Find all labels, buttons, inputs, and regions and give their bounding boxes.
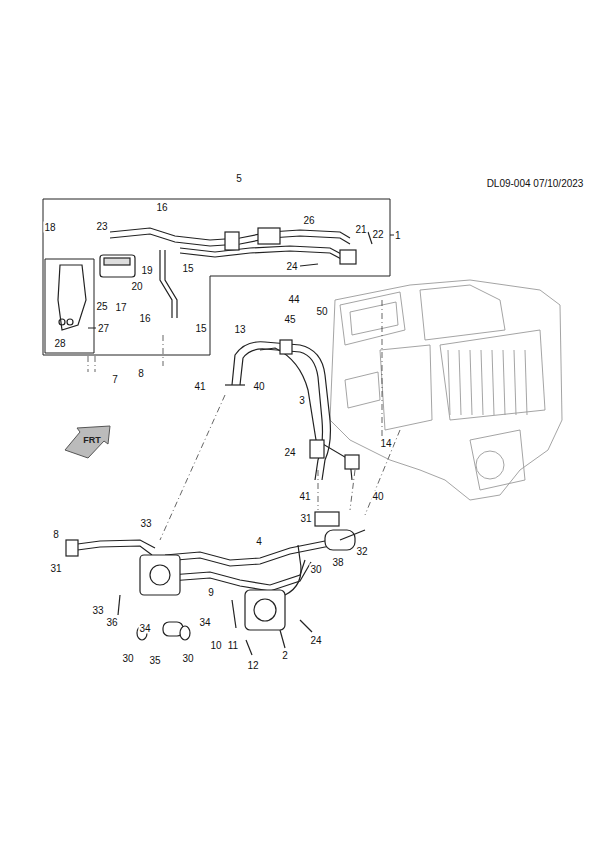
callout-number: 16 — [155, 202, 168, 213]
callout-number: 33 — [91, 605, 104, 616]
callout-number: 35 — [148, 655, 161, 666]
callout-number: 15 — [194, 323, 207, 334]
callout-number: 14 — [379, 438, 392, 449]
callout-number: 19 — [140, 265, 153, 276]
callout-number: 17 — [114, 302, 127, 313]
callout-number: 13 — [233, 324, 246, 335]
callout-number: 26 — [302, 215, 315, 226]
callout-number: 25 — [95, 301, 108, 312]
callout-number: 40 — [252, 381, 265, 392]
pipe-3 — [225, 340, 359, 480]
callout-number: 3 — [298, 395, 306, 406]
callout-number: 24 — [283, 447, 296, 458]
callout-number: 27 — [97, 323, 110, 334]
callout-number: 18 — [43, 222, 56, 233]
callout-number: 31 — [299, 513, 312, 524]
dashed-guide — [88, 300, 400, 540]
callout-number: 24 — [309, 635, 322, 646]
callout-number: 2 — [281, 650, 289, 661]
callout-number: 33 — [139, 518, 152, 529]
callout-number: 41 — [193, 381, 206, 392]
callout-number: 11 — [227, 640, 239, 651]
pipe-assembly-lower — [66, 512, 365, 655]
callout-number: 16 — [138, 313, 151, 324]
callout-number: 45 — [283, 314, 296, 325]
callout-number: 50 — [315, 306, 328, 317]
drawing-id: DL09-004 07/10/2023 — [486, 178, 585, 189]
callout-number: 7 — [111, 374, 119, 385]
callout-number: 30 — [181, 653, 194, 664]
front-arrow — [65, 426, 110, 458]
callout-number: 23 — [95, 221, 108, 232]
callout-number: 31 — [49, 563, 62, 574]
callout-number: 20 — [130, 281, 143, 292]
callout-number: 1 — [394, 230, 402, 241]
callout-number: 8 — [137, 368, 145, 379]
callout-number: 30 — [121, 653, 134, 664]
callout-number: 10 — [209, 640, 222, 651]
callout-number: 5 — [235, 173, 243, 184]
hvac-module — [330, 280, 562, 500]
callout-number: 34 — [198, 617, 211, 628]
callout-number: 9 — [207, 587, 215, 598]
callout-number: 44 — [287, 294, 300, 305]
callout-number: 22 — [371, 229, 384, 240]
callout-number: 36 — [105, 617, 118, 628]
callout-number: 32 — [355, 546, 368, 557]
callout-number: 21 — [354, 224, 367, 235]
callout-number: 30 — [309, 564, 322, 575]
callout-number: 24 — [285, 261, 298, 272]
callout-number: 12 — [246, 660, 259, 671]
callout-number: 8 — [52, 529, 60, 540]
pipe-assembly-upper — [58, 228, 372, 330]
callout-number: 40 — [371, 491, 384, 502]
direction-label: FRT — [82, 435, 102, 446]
callout-number: 28 — [53, 338, 66, 349]
callout-number: 41 — [298, 491, 311, 502]
callout-number: 34 — [138, 623, 151, 634]
callout-number: 38 — [331, 557, 344, 568]
callout-number: 15 — [181, 263, 194, 274]
callout-number: 4 — [255, 536, 263, 547]
